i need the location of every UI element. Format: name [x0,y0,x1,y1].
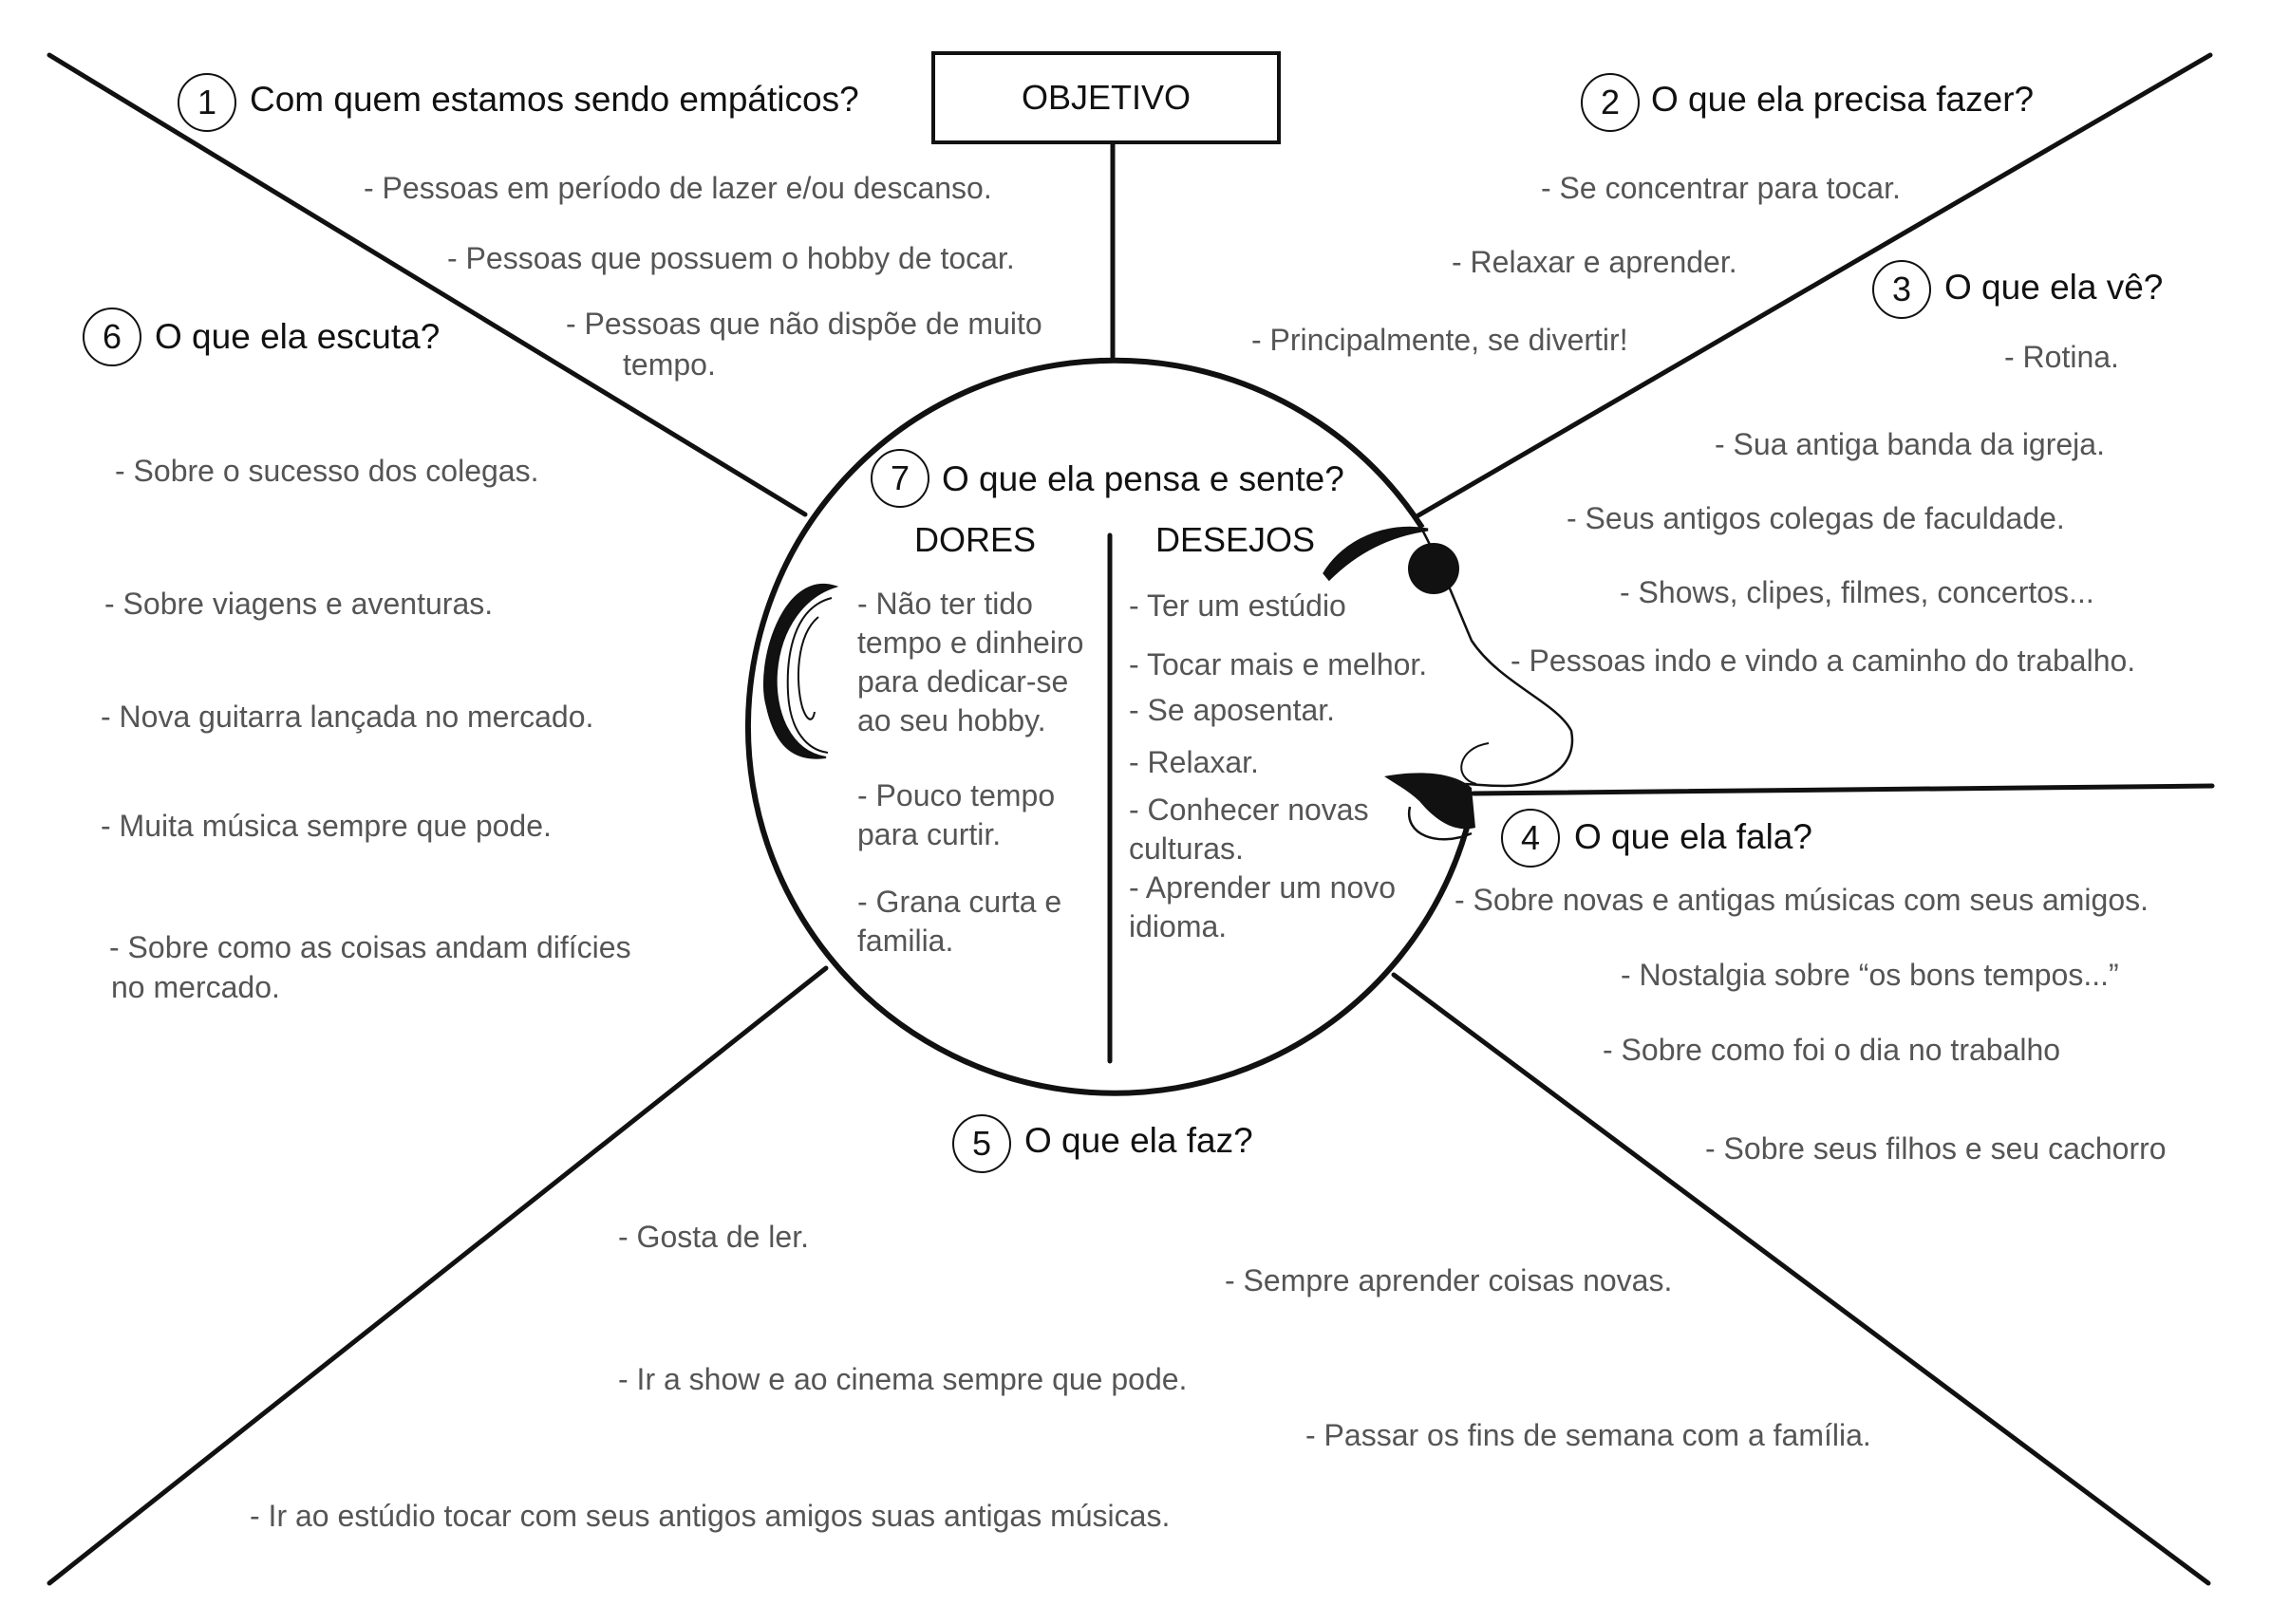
section-6-item: - Nova guitarra lançada no mercado. [101,700,594,734]
section-4-item: - Sobre seus filhos e seu cachorro [1705,1131,2167,1166]
section-2-item: - Se concentrar para tocar. [1541,171,1901,205]
section-1-number: 1 [178,73,236,132]
desejos-heading: DESEJOS [1155,520,1316,559]
section-2-title: O que ela precisa fazer? [1651,80,2035,119]
section-6-item: no mercado. [111,970,280,1004]
desejos-item: - Conhecer novas [1129,793,1369,827]
section-3-item: - Seus antigos colegas de faculdade. [1567,501,2065,535]
section-5-item: - Passar os fins de semana com a família… [1305,1418,1871,1452]
section-5-title: O que ela faz? [1024,1121,1253,1160]
dores-item: para curtir. [857,817,1002,851]
desejos-item: - Tocar mais e melhor. [1129,647,1428,681]
dores-item: - Não ter tido [857,587,1033,621]
section-3-number: 3 [1872,260,1931,319]
section-3-item: - Rotina. [2004,340,2119,374]
section-6-item: - Muita música sempre que pode. [101,809,552,843]
section-5-item: - Ir ao estúdio tocar com seus antigos a… [250,1499,1171,1533]
desejos-item: - Se aposentar. [1129,693,1336,727]
section-3-item: - Shows, clipes, filmes, concertos... [1620,575,2094,609]
section-3-item: - Pessoas indo e vindo a caminho do trab… [1511,644,2136,678]
section-1-item: tempo. [623,347,716,382]
dores-heading: DORES [914,520,1037,559]
objective-box: OBJETIVO [931,51,1281,144]
section-6-item: - Sobre viagens e aventuras. [104,587,494,621]
section-6-item: - Sobre como as coisas andam difícies [109,930,631,964]
divider-line-top-right [1416,52,2213,518]
section-4-item: - Sobre como foi o dia no trabalho [1603,1033,2061,1067]
section-3-item: - Sua antiga banda da igreja. [1715,427,2105,461]
section-2-item: - Relaxar e aprender. [1452,245,1737,279]
section-4-item: - Nostalgia sobre “os bons tempos...” [1621,958,2119,992]
section-6-title: O que ela escuta? [155,317,441,356]
section-4-title: O que ela fala? [1574,817,1812,856]
eyebrow-icon [1323,526,1429,582]
divider-line-top-left [47,52,808,517]
section-5-item: - Gosta de ler. [618,1220,809,1254]
section-6-number: 6 [83,308,141,366]
section-5-number: 5 [952,1114,1011,1173]
divider-line-right [1471,783,2215,796]
section-1-item: - Pessoas que não dispõe de muito [566,307,1042,341]
section-5-item: - Ir a show e ao cinema sempre que pode. [618,1362,1188,1396]
divider-line-bottom-right [1391,972,2211,1586]
nose-icon [1420,529,1574,788]
dores-item: familia. [857,924,954,958]
desejos-item: culturas. [1129,831,1244,866]
nostril-icon [1460,742,1490,785]
dores-item: ao seu hobby. [857,703,1046,737]
dores-item: tempo e dinheiro [857,625,1084,660]
mouth-icon [1407,806,1473,841]
section-7-title: O que ela pensa e sente? [942,459,1344,498]
section-1-item: - Pessoas que possuem o hobby de tocar. [447,241,1015,275]
desejos-item: - Relaxar. [1129,745,1259,779]
section-4-item: - Sobre novas e antigas músicas com seus… [1455,883,2149,917]
section-7-number: 7 [871,449,929,508]
desejos-item: - Aprender um novo [1129,870,1397,905]
head-outline [744,357,1473,1096]
mustache-icon [1384,773,1475,830]
ear-icon [763,583,839,759]
section-3-title: O que ela vê? [1944,268,2164,307]
section-4-number: 4 [1501,809,1560,868]
section-1-item: - Pessoas em período de lazer e/ou desca… [364,171,992,205]
dores-item: - Grana curta e [857,885,1062,919]
section-2-item: - Principalmente, se divertir! [1251,323,1628,357]
divider-line-bottom-left [47,965,829,1586]
section-2-number: 2 [1581,73,1640,132]
section-1-title: Com quem estamos sendo empáticos? [250,80,859,119]
section-5-item: - Sempre aprender coisas novas. [1225,1263,1673,1297]
section-6-item: - Sobre o sucesso dos colegas. [115,454,539,488]
dores-item: - Pouco tempo [857,778,1056,812]
desejos-item: - Ter um estúdio [1129,588,1346,623]
desejos-item: idioma. [1129,909,1228,943]
dores-item: para dedicar-se [857,664,1069,699]
